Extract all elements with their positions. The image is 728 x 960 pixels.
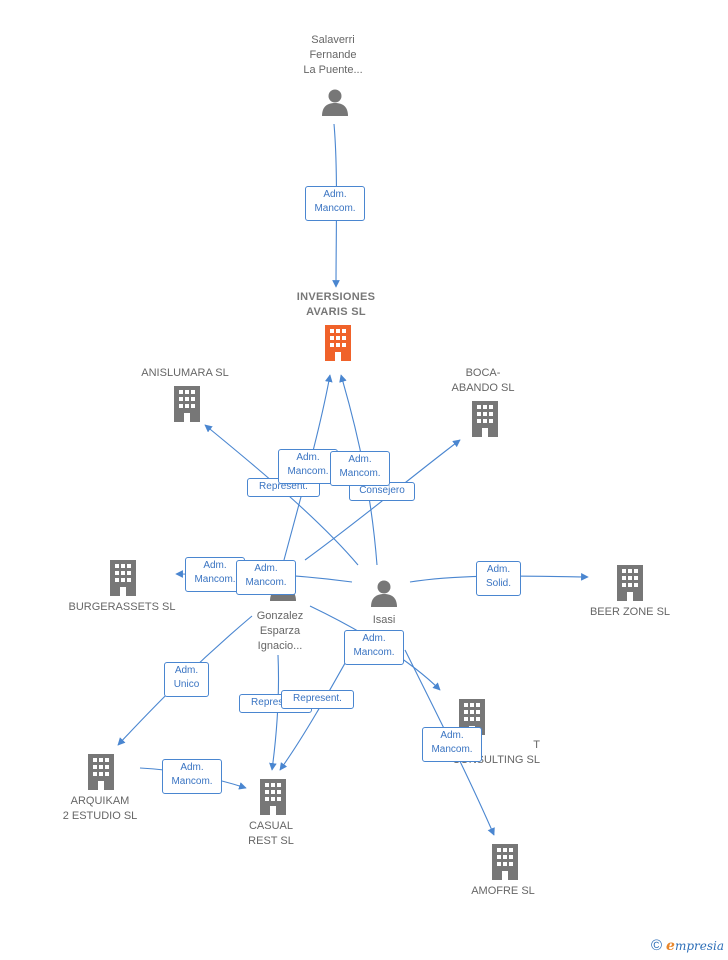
node-label-isasi: Isasi <box>372 614 396 626</box>
node-label-bocabando: BOCA- ABANDO SL <box>451 367 515 394</box>
building-icon[interactable] <box>256 779 290 815</box>
node-label-casual: CASUAL REST SL <box>248 820 294 847</box>
copyright-icon: © <box>650 937 663 954</box>
edge-label[interactable]: Adm. Unico <box>164 662 209 697</box>
edge-label[interactable]: Adm. Mancom. <box>344 630 404 665</box>
node-label-gonzalez: Gonzalez Esparza Ignacio... <box>256 610 304 652</box>
building-icon[interactable] <box>468 401 502 437</box>
building-icon[interactable] <box>170 386 204 422</box>
edge-label[interactable]: Adm. Mancom. <box>185 557 245 592</box>
building-icon[interactable] <box>106 560 140 596</box>
building-icon[interactable] <box>321 325 355 361</box>
edge-label[interactable]: Adm. Mancom. <box>278 449 338 484</box>
brand-footer[interactable]: ©empresia <box>651 937 724 954</box>
edge-label[interactable]: Adm. Mancom. <box>422 727 482 762</box>
node-label-salaverri: Salaverri Fernande La Puente... <box>303 34 363 76</box>
building-icon[interactable] <box>84 754 118 790</box>
edge-line <box>269 654 280 771</box>
node-label-amofre: AMOFRE SL <box>471 885 535 897</box>
brand-logo-e: e <box>666 938 675 954</box>
edge-label[interactable]: Adm. Mancom. <box>162 759 222 794</box>
edge-label[interactable]: Adm. Mancom. <box>330 451 390 486</box>
building-icon[interactable] <box>488 844 522 880</box>
node-label-arquikam: ARQUIKAM 2 ESTUDIO SL <box>62 795 138 822</box>
node-label-beerzone: BEER ZONE SL <box>589 606 671 618</box>
edge-label[interactable]: Represent. <box>281 690 354 709</box>
building-icon[interactable] <box>613 565 647 601</box>
node-label-anislumara: ANISLUMARA SL <box>141 367 229 379</box>
node-label-inversiones: INVERSIONES AVARIS SL <box>296 291 376 318</box>
node-label-burgerassets: BURGERASSETS SL <box>68 601 176 613</box>
person-icon[interactable] <box>369 578 399 608</box>
edge-label[interactable]: Adm. Solid. <box>476 561 521 596</box>
edge-label[interactable]: Adm. Mancom. <box>236 560 296 595</box>
edge-label[interactable]: Adm. Mancom. <box>305 186 365 221</box>
person-icon[interactable] <box>320 87 350 117</box>
brand-logo-text: mpresia <box>674 939 724 953</box>
